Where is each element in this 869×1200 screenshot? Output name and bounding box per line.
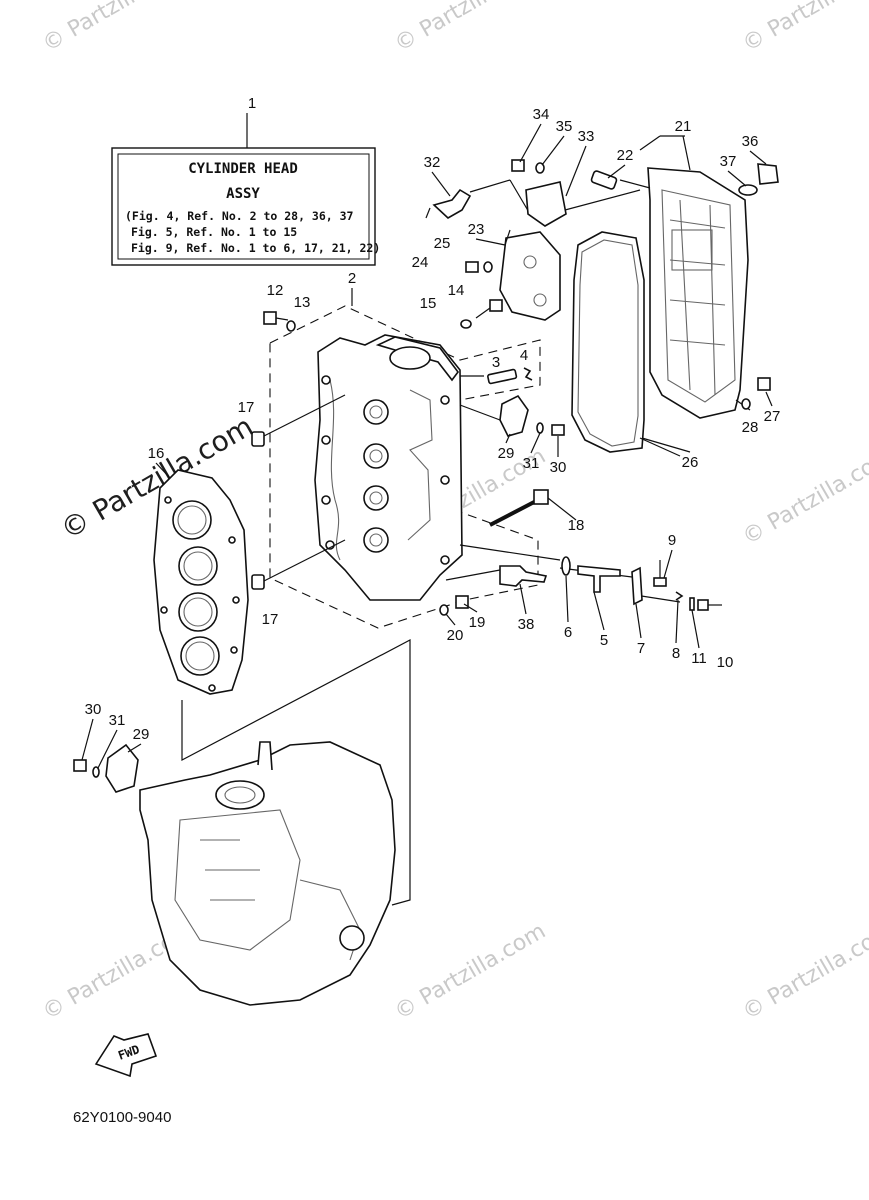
callout-26: 26 <box>682 454 699 471</box>
title-line-4: Fig. 5, Ref. No. 1 to 15 <box>131 225 297 239</box>
fwd-arrow: FWD <box>94 1033 158 1078</box>
watermark-text: © Partzilla.com <box>391 0 551 57</box>
callout-29b: 29 <box>133 726 150 743</box>
callout-9: 9 <box>668 532 676 549</box>
title-line-1: CYLINDER HEAD <box>188 161 298 177</box>
callout-14: 14 <box>448 282 465 299</box>
callout-11: 11 <box>691 650 707 667</box>
watermark-text: © Partzilla.com <box>739 919 869 1026</box>
callout-5: 5 <box>600 632 608 649</box>
watermark-text: © Partzilla.com <box>739 444 869 551</box>
callout-36: 36 <box>742 133 759 150</box>
callout-21: 21 <box>675 118 692 135</box>
head-cover <box>647 167 749 419</box>
title-box: CYLINDER HEAD ASSY (Fig. 4, Ref. No. 2 t… <box>111 113 380 266</box>
cylinder-head <box>314 334 463 601</box>
callout-1: 1 <box>248 95 256 112</box>
callout-23: 23 <box>468 221 485 238</box>
callout-20: 20 <box>447 627 464 644</box>
title-line-5: Fig. 9, Ref. No. 1 to 6, 17, 21, 22) <box>131 241 380 255</box>
diagram-code: 62Y0100-9040 <box>73 1109 171 1126</box>
callout-17b: 17 <box>262 611 279 628</box>
callout-30a: 30 <box>550 459 567 476</box>
watermark-text: © Partzilla.com <box>739 0 869 57</box>
callout-6: 6 <box>564 624 572 641</box>
title-line-3: (Fig. 4, Ref. No. 2 to 28, 36, 37 <box>125 209 354 223</box>
callout-35: 35 <box>556 118 573 135</box>
callout-27: 27 <box>764 408 781 425</box>
title-line-2: ASSY <box>226 186 260 202</box>
fwd-label: FWD <box>116 1042 141 1063</box>
callout-17a: 17 <box>238 399 255 416</box>
callout-30b: 30 <box>85 701 102 718</box>
callout-12: 12 <box>267 282 284 299</box>
callout-3: 3 <box>492 354 500 371</box>
plate-23 <box>499 231 561 321</box>
watermark-text: © Partzilla.com <box>39 0 199 57</box>
callout-2: 2 <box>348 270 356 287</box>
callout-22: 22 <box>617 147 634 164</box>
callout-leaders <box>81 123 773 769</box>
callout-24: 24 <box>412 254 429 271</box>
callout-31b: 31 <box>109 712 126 729</box>
callout-4: 4 <box>520 347 528 364</box>
callout-10: 10 <box>717 654 734 671</box>
cover-gasket <box>571 231 645 453</box>
callout-32: 32 <box>424 154 441 171</box>
callout-29a: 29 <box>498 445 515 462</box>
callouts: 1 2 3 4 5 6 7 8 9 10 11 12 13 14 15 16 1… <box>85 95 781 743</box>
callout-13: 13 <box>294 294 311 311</box>
callout-25: 25 <box>434 235 451 252</box>
callout-15: 15 <box>420 295 437 312</box>
callout-19: 19 <box>469 614 486 631</box>
callout-7: 7 <box>637 640 645 657</box>
callout-34: 34 <box>533 106 550 123</box>
callout-31a: 31 <box>523 455 540 472</box>
watermark-text: © Partzilla.com <box>391 919 551 1026</box>
head-gasket <box>153 469 249 695</box>
callout-28: 28 <box>742 419 759 436</box>
callout-8: 8 <box>672 645 680 662</box>
callout-38: 38 <box>518 616 535 633</box>
callout-16: 16 <box>148 445 165 462</box>
callout-33: 33 <box>578 128 595 145</box>
callout-37: 37 <box>720 153 737 170</box>
small-parts <box>73 159 779 793</box>
cylinder-block <box>139 741 396 1006</box>
callout-18: 18 <box>568 517 585 534</box>
